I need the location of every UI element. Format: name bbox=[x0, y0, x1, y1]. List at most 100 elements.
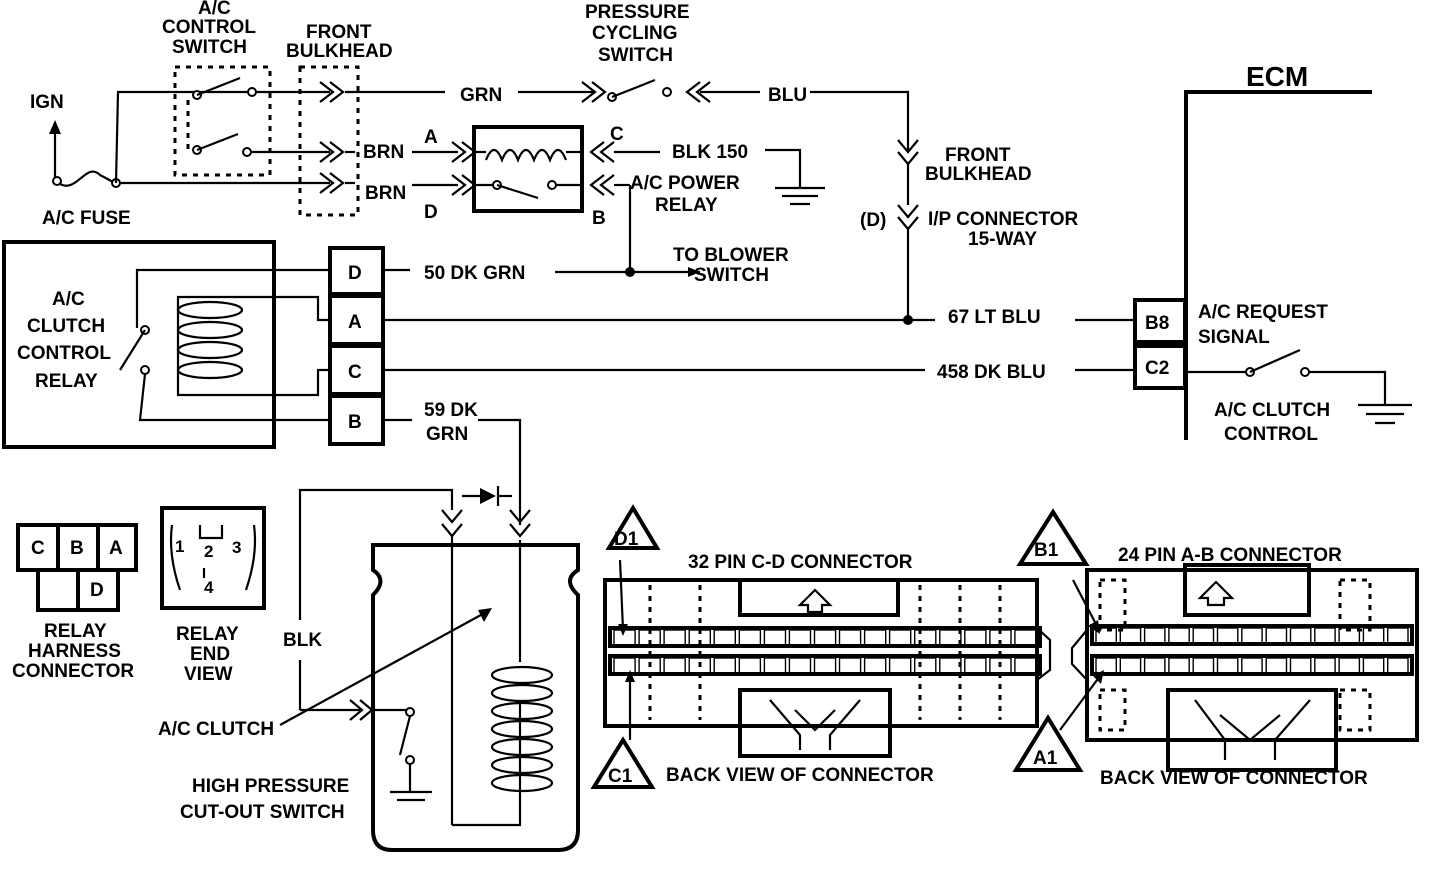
front-bulkhead-label-1: FRONT bbox=[306, 22, 372, 43]
power-relay-pin-d: D bbox=[424, 202, 438, 223]
ac-control-switch-label-1: A/C bbox=[198, 0, 231, 19]
front-bulkhead-right: FRONT BULKHEAD (D) I/P CONNECTOR 15-WAY bbox=[860, 139, 1079, 320]
ac-control-switch-label-3: SWITCH bbox=[172, 37, 247, 58]
ac-clutch-control-label-2: CONTROL bbox=[1224, 424, 1318, 445]
front-bulkhead-left: FRONT BULKHEAD bbox=[286, 22, 393, 217]
harness-pin-b: B bbox=[70, 538, 84, 559]
triangle-c1: C1 bbox=[608, 766, 633, 787]
pin-cell bbox=[1338, 627, 1361, 644]
grn-wire: GRN bbox=[345, 81, 607, 106]
pin-cell bbox=[1265, 627, 1288, 644]
pin-cell bbox=[1289, 627, 1312, 644]
front-bulkhead-right-label-2: BULKHEAD bbox=[925, 164, 1032, 185]
pin-cell bbox=[788, 629, 812, 646]
ac-clutch-control-label-1: A/C CLUTCH bbox=[1214, 400, 1330, 421]
ac-power-relay-label-2: RELAY bbox=[655, 195, 718, 216]
wire-458-label: 458 DK BLU bbox=[937, 362, 1046, 383]
pressure-cycling-label-1: PRESSURE bbox=[585, 2, 690, 23]
pin-cell bbox=[838, 657, 862, 674]
pin-cell bbox=[1216, 657, 1239, 674]
pin-cell bbox=[763, 657, 787, 674]
ac-power-relay-label-1: A/C POWER bbox=[630, 173, 740, 194]
pressure-cycling-label-3: SWITCH bbox=[598, 45, 673, 66]
pin-cell bbox=[663, 629, 686, 646]
clutch-relay-label-1: A/C bbox=[52, 289, 85, 310]
relay-box-b: B bbox=[348, 412, 362, 433]
pin-cell bbox=[1362, 657, 1385, 674]
end-view-pin-3: 3 bbox=[232, 538, 241, 557]
pin-cell bbox=[1168, 657, 1190, 674]
ignition-feed: IGN A/C FUSE bbox=[30, 90, 330, 229]
pin-cell bbox=[838, 629, 862, 646]
blk150-label: BLK 150 bbox=[672, 142, 748, 163]
pin-cell bbox=[738, 629, 762, 646]
relay-box-d: D bbox=[348, 263, 362, 284]
ip-connector-label-1: I/P CONNECTOR bbox=[928, 209, 1079, 230]
back-view-right-label: BACK VIEW OF CONNECTOR bbox=[1100, 768, 1368, 789]
pin-cell bbox=[1241, 657, 1263, 674]
harness-pin-d: D bbox=[90, 580, 104, 601]
pin-cell bbox=[1119, 627, 1142, 644]
pin-cell bbox=[1241, 627, 1263, 644]
triangle-b1: B1 bbox=[1034, 540, 1059, 561]
ecm-pin-c2: C2 bbox=[1145, 358, 1169, 379]
relay-harness-label-2: HARNESS bbox=[28, 641, 121, 662]
pin-cell bbox=[1289, 657, 1312, 674]
pressure-cycling-switch: PRESSURE CYCLING SWITCH BLU bbox=[585, 2, 910, 150]
pin-cell bbox=[964, 657, 987, 674]
end-view-pin-2: 2 bbox=[204, 542, 213, 561]
power-relay-pin-a: A bbox=[424, 127, 438, 148]
ign-label: IGN bbox=[30, 92, 64, 113]
pin-cell bbox=[1192, 657, 1215, 674]
ac-clutch-assembly: BLK A/C CLUTCH HIGH PRESSURE CUT-OUT S bbox=[158, 486, 580, 852]
pin-cell bbox=[863, 629, 887, 646]
ecm-label: ECM bbox=[1246, 61, 1308, 92]
wire-59-label-2: GRN bbox=[426, 424, 468, 445]
pin-cell bbox=[939, 657, 962, 674]
connector-32-pin: D1 32 PIN C-D CONNECTOR C1 BACK VIEW OF … bbox=[590, 504, 1052, 789]
ac-request-label-2: SIGNAL bbox=[1198, 327, 1270, 348]
pin-cell bbox=[1095, 657, 1117, 674]
relay-end-label-2: END bbox=[190, 644, 230, 665]
conn24-label: 24 PIN A-B CONNECTOR bbox=[1118, 545, 1342, 566]
power-relay-pin-b: B bbox=[592, 208, 606, 229]
pin-cell bbox=[788, 657, 812, 674]
pin-cell bbox=[663, 657, 686, 674]
ac-power-relay: A D C B BLK 150 A/C POWER RELAY bbox=[424, 124, 825, 272]
clutch-relay-label-2: CLUTCH bbox=[27, 316, 105, 337]
power-relay-pin-c: C bbox=[610, 124, 624, 145]
pin-cell bbox=[939, 629, 962, 646]
pin-cell bbox=[1192, 627, 1215, 644]
pin-cell bbox=[863, 657, 887, 674]
pin-cell bbox=[888, 657, 912, 674]
relay-harness-label-1: RELAY bbox=[44, 621, 107, 642]
connector-24-pin-cells bbox=[1095, 627, 1409, 674]
pin-cell bbox=[738, 657, 762, 674]
wire-67-label: 67 LT BLU bbox=[948, 307, 1041, 328]
connector-24-pin: B1 24 PIN A-B CONNECTOR A1 BACK VIEW OF … bbox=[1012, 508, 1419, 789]
harness-pin-a: A bbox=[109, 538, 123, 559]
pin-cell bbox=[1143, 657, 1166, 674]
end-view-pin-4: 4 bbox=[204, 578, 214, 597]
pressure-cycling-label-2: CYCLING bbox=[592, 23, 678, 44]
harness-pin-c: C bbox=[31, 538, 45, 559]
pin-cell bbox=[1338, 657, 1361, 674]
pin-cell bbox=[1014, 657, 1037, 674]
relay-harness-label-3: CONNECTOR bbox=[12, 661, 134, 682]
relay-end-label-1: RELAY bbox=[176, 624, 239, 645]
end-view-pin-1: 1 bbox=[175, 537, 184, 556]
wire-50-label: 50 DK GRN bbox=[424, 263, 525, 284]
pin-cell bbox=[1143, 627, 1166, 644]
pin-cell bbox=[1314, 627, 1336, 644]
connector-32-pin-cells bbox=[613, 629, 1037, 674]
clutch-relay-label-3: CONTROL bbox=[17, 343, 111, 364]
brn-wires: BRN BRN bbox=[345, 142, 458, 204]
to-blower-label-2: SWITCH bbox=[694, 265, 769, 286]
ac-control-switch-label-2: CONTROL bbox=[162, 17, 256, 38]
relay-end-label-3: VIEW bbox=[184, 664, 233, 685]
pin-cell bbox=[1314, 657, 1336, 674]
pin-cell bbox=[964, 629, 987, 646]
pin-cell bbox=[713, 657, 737, 674]
pin-cell bbox=[613, 657, 636, 674]
